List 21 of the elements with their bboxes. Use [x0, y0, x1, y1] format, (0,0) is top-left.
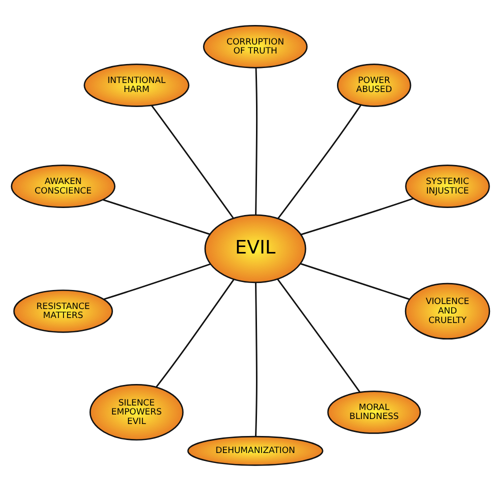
connector — [254, 67, 258, 214]
connector — [300, 197, 414, 235]
node-ellipse: RESISTANCE MATTERS — [12, 289, 112, 332]
node-ellipse: AWAKEN CONSCIENCE — [10, 164, 115, 208]
node-ellipse: CORRUPTION OF TRUTH — [202, 24, 308, 68]
connector — [102, 198, 210, 234]
node-ellipse: SILENCE EMPOWERS EVIL — [88, 383, 184, 440]
node-ellipse: POWER ABUSED — [336, 63, 411, 106]
node-ellipse: SYSTEMIC INJUSTICE — [404, 164, 490, 208]
node-ellipse: INTENTIONAL HARM — [83, 63, 189, 106]
connector — [254, 282, 257, 436]
connector — [155, 278, 234, 388]
node-ellipse: VIOLENCE AND CRUELTY — [404, 282, 490, 340]
connector — [277, 104, 362, 218]
connector — [276, 278, 360, 392]
connector — [150, 104, 234, 218]
node-ellipse: EVIL — [204, 214, 306, 283]
connector — [102, 262, 210, 300]
node-ellipse: DEHUMANIZATION — [186, 435, 323, 466]
node-ellipse: MORAL BLINDNESS — [326, 390, 420, 434]
connector — [300, 262, 410, 300]
